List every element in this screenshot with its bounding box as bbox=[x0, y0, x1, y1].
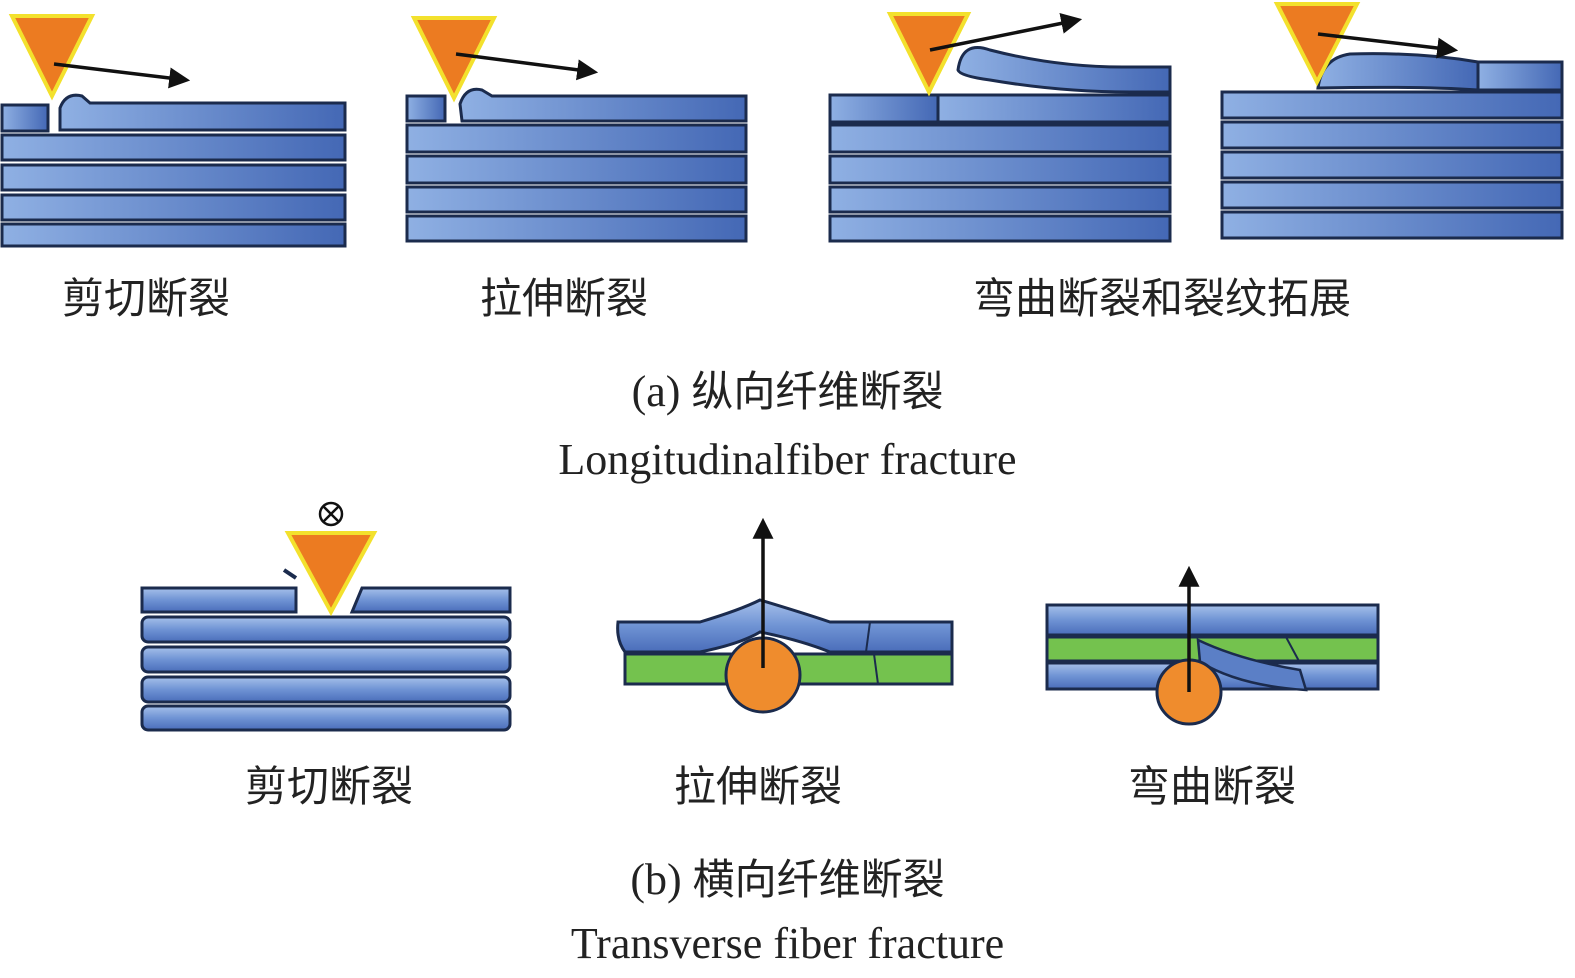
panel-label-a-bending: 弯曲断裂和裂纹拓展 bbox=[973, 274, 1352, 323]
panel-label-b-tensile: 拉伸断裂 bbox=[674, 762, 843, 811]
caption-a-title-zh: 纵向纤维断裂 bbox=[691, 367, 944, 416]
caption-a-zh: (a) 纵向纤维断裂 bbox=[0, 370, 1575, 414]
caption-a-en: Longitudinalfiber fracture bbox=[558, 435, 1017, 484]
fiber-stack bbox=[1220, 52, 1564, 240]
out-of-plane-icon bbox=[318, 501, 344, 527]
fiber-stack bbox=[405, 87, 748, 243]
panel-a4-crack-propagation bbox=[1220, 2, 1564, 240]
indenter-icon bbox=[1273, 2, 1361, 87]
caption-b-title-zh: 横向纤维断裂 bbox=[692, 855, 945, 904]
panel-label-b-shear: 剪切断裂 bbox=[245, 762, 414, 811]
panel-label-a-shear: 剪切断裂 bbox=[62, 274, 231, 323]
fiber-stack bbox=[0, 93, 347, 248]
panel-b2-tensile bbox=[616, 517, 954, 714]
panel-a3-bending bbox=[828, 12, 1172, 243]
caption-a-prefix: (a) bbox=[631, 367, 681, 416]
panel-label-a-tensile: 拉伸断裂 bbox=[480, 274, 649, 323]
crack-direction-arrow bbox=[929, 13, 1083, 52]
crack-direction-arrow bbox=[1317, 32, 1459, 59]
panel-b1-shear bbox=[140, 501, 512, 732]
crack-direction-arrow bbox=[455, 52, 599, 81]
caption-b-en: Transverse fiber fracture bbox=[570, 919, 1005, 968]
indenter-icon bbox=[284, 531, 378, 617]
delamination-crack bbox=[1196, 637, 1308, 692]
indenter-icon bbox=[886, 12, 972, 97]
fiber-stack bbox=[140, 568, 512, 732]
panel-a1-shear bbox=[0, 14, 347, 248]
panel-label-b-bending: 弯曲断裂 bbox=[1128, 762, 1297, 811]
caption-b-prefix: (b) bbox=[630, 855, 682, 904]
crack-direction-arrow bbox=[53, 62, 191, 89]
panel-a2-tensile bbox=[405, 16, 748, 243]
indenter-icon bbox=[8, 14, 96, 101]
fiber-stack bbox=[828, 46, 1172, 243]
caption-b-zh: (b) 横向纤维断裂 bbox=[0, 858, 1575, 902]
panel-b3-bending bbox=[1045, 565, 1380, 726]
fiber-layer bbox=[1045, 603, 1380, 637]
